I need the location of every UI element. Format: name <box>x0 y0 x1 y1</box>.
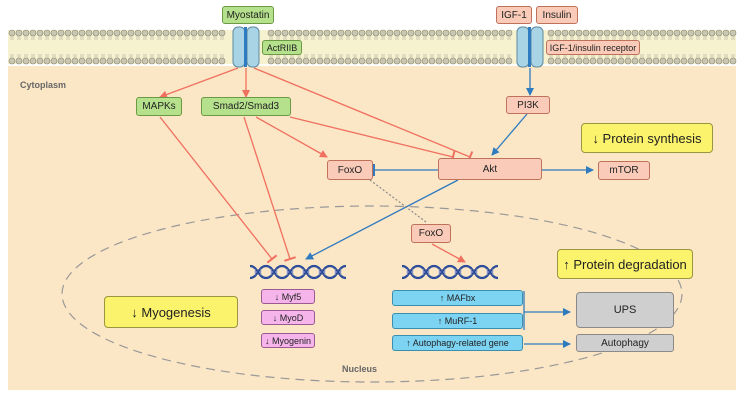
dna-helix-icon <box>249 264 347 280</box>
autophagy-related-gene: ↑ Autophagy-related gene <box>392 335 523 351</box>
myogenesis-outcome: ↓ Myogenesis <box>104 296 238 328</box>
actriib-receptor-label: ActRIIB <box>262 40 302 55</box>
foxo-nucleus-node: FoxO <box>411 224 451 243</box>
mtor-node: mTOR <box>598 161 650 180</box>
protein-degradation-outcome: ↑ Protein degradation <box>557 249 693 279</box>
akt-node: Akt <box>438 158 542 180</box>
autophagy-box: Autophagy <box>576 334 674 352</box>
actriib-receptor-channel <box>232 26 260 68</box>
murf1-gene: ↑ MuRF-1 <box>392 313 523 329</box>
nucleus-label: Nucleus <box>342 364 378 374</box>
igf-insulin-receptor-channel <box>516 26 544 68</box>
igf1-ligand: IGF-1 <box>496 6 532 24</box>
mafbx-gene: ↑ MAFbx <box>392 290 523 306</box>
foxo-cytoplasm-node: FoxO <box>327 160 373 180</box>
cytoplasm-label: Cytoplasm <box>20 80 67 90</box>
igf-insulin-receptor-label: IGF-1/insulin receptor <box>546 40 640 55</box>
myostatin-signaling-edges <box>159 67 474 264</box>
igf-signaling-edges <box>305 68 594 348</box>
myostatin-ligand: Myostatin <box>222 6 274 24</box>
myod-gene: ↓ MyoD <box>261 310 315 325</box>
pi3k-node: PI3K <box>506 96 550 114</box>
nucleus-envelope <box>61 205 683 383</box>
myf5-gene: ↓ Myf5 <box>261 289 315 304</box>
smad-node: Smad2/Smad3 <box>201 97 291 116</box>
myogenin-gene: ↓ Myogenin <box>261 333 315 348</box>
insulin-ligand: Insulin <box>536 6 578 24</box>
ups-box: UPS <box>576 292 674 328</box>
dna-helix-icon <box>401 264 499 280</box>
mapks-node: MAPKs <box>136 97 182 116</box>
protein-synthesis-outcome: ↓ Protein synthesis <box>581 123 713 153</box>
